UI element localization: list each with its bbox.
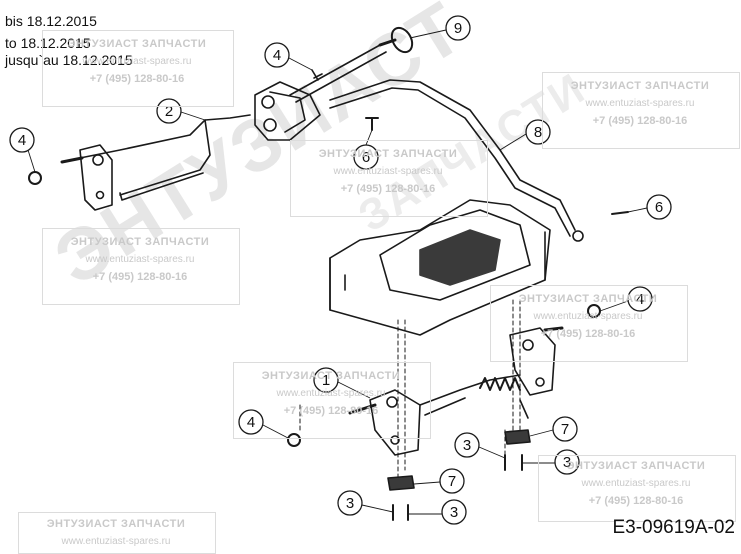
handle-bar <box>329 79 576 231</box>
callout-7-right: 7 <box>552 416 578 442</box>
svg-text:2: 2 <box>165 103 173 120</box>
bracket-lower-left <box>369 389 421 456</box>
lever-arm <box>289 44 387 103</box>
rod-left <box>69 114 251 161</box>
svg-text:6: 6 <box>362 149 370 166</box>
document-id: E3-09619A-02 <box>612 517 735 538</box>
callout-2: 2 <box>156 98 182 124</box>
watermark-box <box>538 455 736 522</box>
svg-text:4: 4 <box>273 47 281 64</box>
date-line-fr: jusqu`au 18.12.2015 <box>5 52 133 68</box>
spring <box>479 377 521 391</box>
svg-text:6: 6 <box>655 199 663 216</box>
svg-text:7: 7 <box>561 421 569 438</box>
callout-3-bottom-left: 3 <box>337 490 363 516</box>
callout-3-bottom-right: 3 <box>441 499 467 525</box>
svg-text:4: 4 <box>247 414 255 431</box>
bracket-left <box>79 144 113 211</box>
svg-text:3: 3 <box>463 437 471 454</box>
bracket-lower-right <box>509 327 556 396</box>
date-line-de: bis 18.12.2015 <box>5 13 97 29</box>
callout-4-top: 4 <box>264 42 290 68</box>
svg-text:7: 7 <box>448 473 456 490</box>
callout-1: 1 <box>313 367 339 393</box>
callout-3-mid-left: 3 <box>454 432 480 458</box>
callout-4-right: 4 <box>627 286 653 312</box>
watermark-box <box>42 30 234 107</box>
svg-text:8: 8 <box>534 124 542 141</box>
date-line-en: to 18.12.2015 <box>5 35 91 51</box>
watermark-box <box>233 362 431 439</box>
svg-text:1: 1 <box>322 372 330 389</box>
watermark-box <box>290 140 488 217</box>
callout-3-mid-right: 3 <box>554 449 580 475</box>
svg-text:3: 3 <box>450 504 458 521</box>
svg-text:3: 3 <box>563 454 571 471</box>
callout-6-right: 6 <box>646 194 672 220</box>
callout-9: 9 <box>445 15 471 41</box>
lever-housing <box>254 81 321 141</box>
callout-8: 8 <box>525 119 551 145</box>
watermark-box <box>42 228 240 305</box>
knob <box>390 26 414 54</box>
housing <box>329 199 551 336</box>
callout-4-left: 4 <box>9 127 35 153</box>
watermark-box <box>490 285 688 362</box>
svg-text:4: 4 <box>636 291 644 308</box>
callout-7-left: 7 <box>439 468 465 494</box>
callout-4-bottom: 4 <box>238 409 264 435</box>
watermark-box <box>542 72 740 149</box>
svg-text:9: 9 <box>454 20 462 37</box>
svg-text:3: 3 <box>346 495 354 512</box>
rod-lower <box>119 119 211 196</box>
svg-text:4: 4 <box>18 132 26 149</box>
rod-lower-cross <box>419 374 521 416</box>
